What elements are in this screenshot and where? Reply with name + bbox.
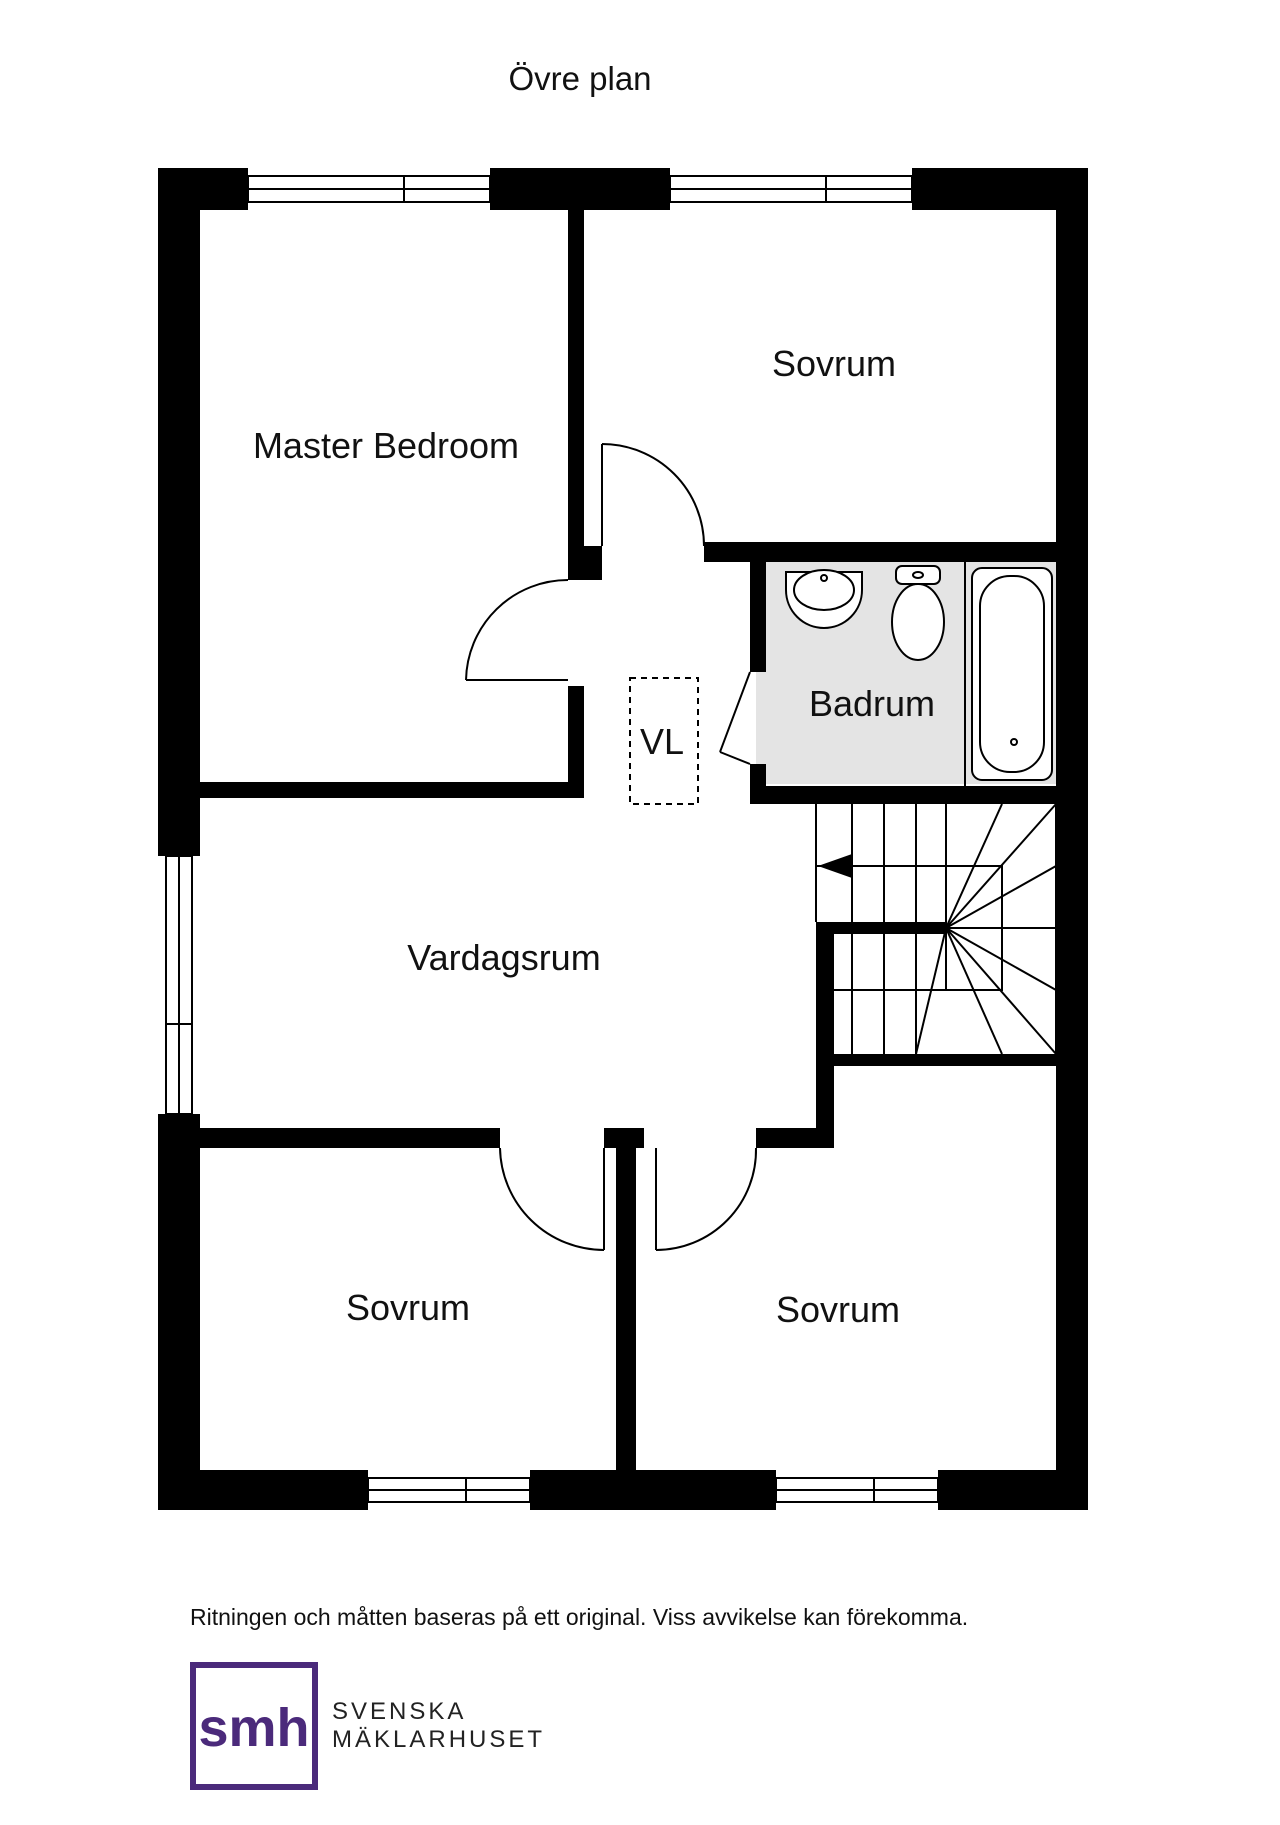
brand-line-2: MÄKLARHUSET	[332, 1726, 546, 1753]
door-badrum	[719, 671, 751, 765]
door-sovrum-bottom-right	[655, 1147, 758, 1251]
label-vl: VL	[640, 721, 684, 762]
label-sovrum-top: Sovrum	[772, 343, 896, 384]
logo-mark: smh	[198, 1698, 309, 1758]
plan-title: Övre plan	[508, 60, 652, 97]
label-sovrum-bottom-left: Sovrum	[346, 1287, 470, 1328]
door-sovrum-top	[601, 443, 705, 547]
vl-closet	[629, 677, 699, 805]
brand-name: SVENSKA MÄKLARHUSET	[332, 1698, 545, 1754]
outer-walls	[158, 168, 1088, 1510]
brand-line-1: SVENSKA	[332, 1698, 467, 1725]
smh-logo: smh	[190, 1662, 318, 1790]
bathtub-icon	[971, 567, 1053, 781]
toilet-icon	[891, 565, 945, 661]
bathroom-fixtures	[785, 565, 1053, 781]
label-vardagsrum: Vardagsrum	[407, 937, 600, 978]
label-sovrum-bottom-right: Sovrum	[776, 1289, 900, 1330]
door-sovrum-bottom-left	[499, 1147, 605, 1251]
window-left	[165, 855, 193, 1115]
stair-direction-arrow	[818, 854, 852, 878]
window-bottom-right	[775, 1477, 939, 1503]
window-top-right	[669, 175, 913, 203]
interior-walls	[200, 210, 1056, 1470]
label-master-bedroom: Master Bedroom	[253, 425, 519, 466]
sink-icon	[785, 569, 863, 629]
window-bottom-left	[367, 1477, 531, 1503]
doors	[465, 443, 758, 1251]
disclaimer-text: Ritningen och måtten baseras på ett orig…	[190, 1604, 969, 1630]
window-top-left	[247, 175, 491, 203]
label-badrum: Badrum	[809, 683, 935, 724]
windows	[165, 175, 939, 1503]
door-master	[465, 579, 569, 681]
